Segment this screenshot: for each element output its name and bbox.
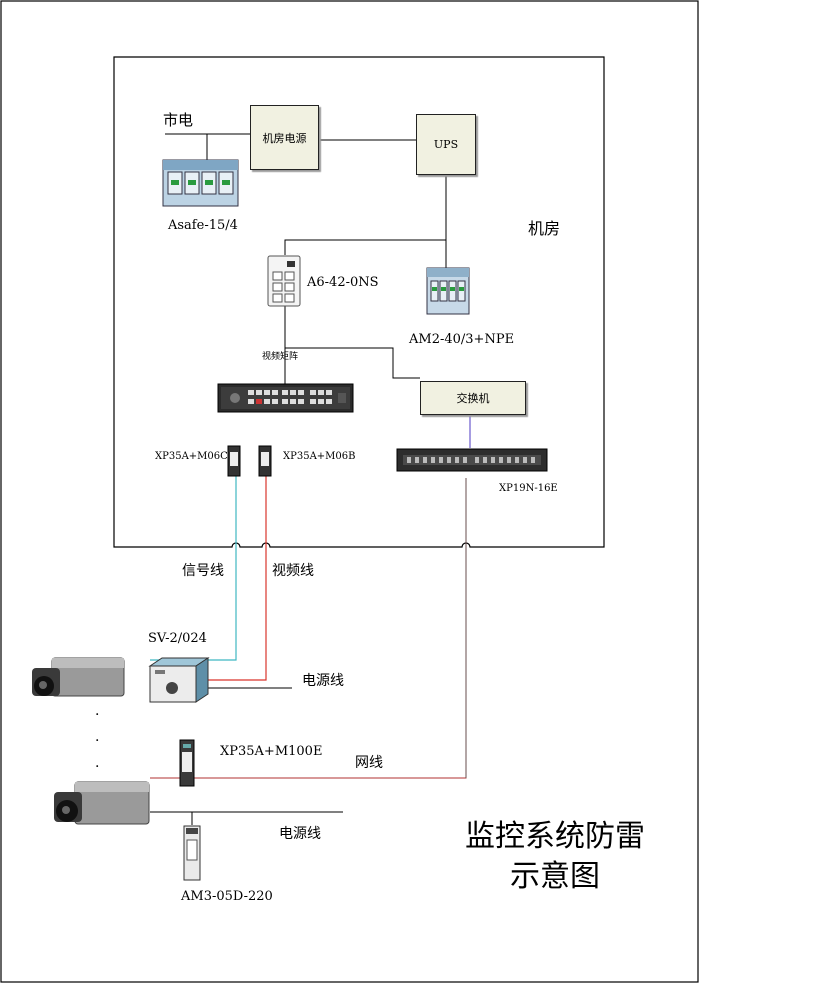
outer-frame bbox=[0, 0, 699, 983]
signal-spd-label: XP35A+M06C bbox=[155, 451, 228, 462]
video-line bbox=[200, 475, 267, 681]
network-line bbox=[150, 478, 467, 779]
signal-line-label: 信号线 bbox=[182, 563, 224, 579]
video-line-label: 视频线 bbox=[272, 563, 314, 579]
ellipsis-dot-1: · bbox=[95, 707, 100, 723]
ups-distribution-line bbox=[284, 174, 447, 255]
network-line-label: 网线 bbox=[355, 755, 383, 771]
spd-xp19n-icon bbox=[396, 448, 548, 472]
camera-2-icon bbox=[54, 781, 150, 825]
power-line-1-label: 电源线 bbox=[302, 673, 344, 689]
power-line-2-label: 电源线 bbox=[279, 826, 321, 842]
spd-sv2-icon bbox=[148, 657, 210, 703]
camera-spd-label: SV-2/024 bbox=[148, 631, 207, 646]
video-spd-label: XP35A+M06B bbox=[283, 451, 356, 462]
spd-m06b-icon bbox=[258, 445, 272, 477]
room-label: 机房 bbox=[528, 219, 561, 238]
matrix-to-switch-line bbox=[285, 347, 420, 379]
spd-am2-icon bbox=[426, 267, 470, 315]
spd-a6-icon bbox=[267, 255, 301, 307]
city-power-label: 市电 bbox=[163, 111, 194, 129]
switch-box: 交换机 bbox=[420, 381, 526, 415]
spd-main-label: Asafe-15/4 bbox=[168, 218, 238, 233]
diagram-title-line2: 示意图 bbox=[510, 859, 600, 894]
diagram-title-line1: 监控系统防雷 bbox=[465, 819, 645, 854]
room-border bbox=[113, 56, 605, 548]
ups-box: UPS bbox=[416, 114, 476, 175]
spd-am3-icon bbox=[183, 825, 201, 881]
spd-m06c-icon bbox=[227, 445, 241, 477]
spd-m100e-icon bbox=[179, 739, 195, 787]
video-matrix-icon bbox=[217, 383, 354, 413]
spd-asafe-icon bbox=[162, 159, 239, 207]
ellipsis-dot-2: · bbox=[95, 733, 100, 749]
ellipsis-dot-3: · bbox=[95, 759, 100, 775]
switch-spd-label: XP19N-16E bbox=[499, 483, 558, 494]
network-spd-label: XP35A+M100E bbox=[220, 744, 323, 759]
power-spd-label: AM3-05D-220 bbox=[181, 889, 273, 904]
camera-1-icon bbox=[32, 657, 125, 697]
room-power-box: 机房电源 bbox=[250, 105, 319, 170]
spd-ups-label: AM2-40/3+NPE bbox=[409, 332, 515, 347]
spd-a6-label: A6-42-0NS bbox=[307, 275, 379, 290]
video-matrix-label: 视频矩阵 bbox=[262, 352, 299, 362]
